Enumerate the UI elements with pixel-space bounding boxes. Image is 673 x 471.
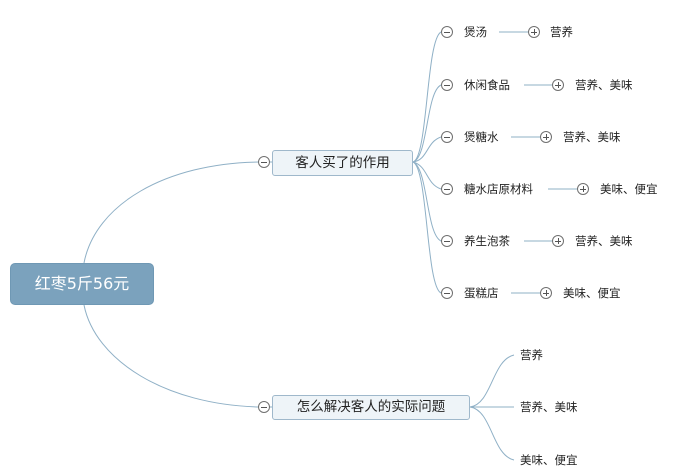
expand-toggle-icon[interactable] bbox=[552, 235, 564, 247]
detail-uses-5[interactable]: 营养、美味 bbox=[575, 234, 633, 248]
connector-solve-3 bbox=[469, 406, 515, 461]
detail-uses-2[interactable]: 营养、美味 bbox=[575, 78, 633, 92]
connector-uses-2 bbox=[412, 84, 442, 163]
connector-uses-1 bbox=[412, 31, 442, 163]
subtopic-uses-2[interactable]: 休闲食品 bbox=[464, 78, 510, 92]
expand-toggle-icon[interactable] bbox=[540, 131, 552, 143]
collapse-toggle-icon[interactable] bbox=[441, 287, 453, 299]
collapse-toggle-icon[interactable] bbox=[258, 401, 270, 413]
detail-uses-4[interactable]: 美味、便宜 bbox=[600, 182, 658, 196]
main-topic-solve[interactable]: 怎么解决客人的实际问题 bbox=[272, 395, 470, 420]
subtopic-uses-3[interactable]: 煲糖水 bbox=[464, 130, 499, 144]
detail-uses-1[interactable]: 营养 bbox=[550, 25, 573, 39]
main-topic-uses[interactable]: 客人买了的作用 bbox=[272, 150, 413, 176]
collapse-toggle-icon[interactable] bbox=[441, 79, 453, 91]
collapse-toggle-icon[interactable] bbox=[441, 131, 453, 143]
detail-uses-3[interactable]: 营养、美味 bbox=[563, 130, 621, 144]
root-topic[interactable]: 红枣5斤56元 bbox=[10, 263, 154, 305]
expand-toggle-icon[interactable] bbox=[577, 183, 589, 195]
detail-uses-6[interactable]: 美味、便宜 bbox=[563, 286, 621, 300]
subtopic-uses-1[interactable]: 煲汤 bbox=[464, 25, 487, 39]
subtopic-solve-1[interactable]: 营养 bbox=[520, 348, 543, 362]
subtopic-solve-2[interactable]: 营养、美味 bbox=[520, 400, 578, 414]
collapse-toggle-icon[interactable] bbox=[441, 235, 453, 247]
expand-toggle-icon[interactable] bbox=[528, 26, 540, 38]
connector-root-solve bbox=[83, 304, 261, 408]
subtopic-uses-5[interactable]: 养生泡茶 bbox=[464, 234, 510, 248]
connector-uses-6 bbox=[412, 161, 442, 294]
connector-uses-5 bbox=[412, 161, 442, 242]
connector-solve-1 bbox=[469, 354, 515, 408]
collapse-toggle-icon[interactable] bbox=[441, 183, 453, 195]
collapse-toggle-icon[interactable] bbox=[441, 26, 453, 38]
collapse-toggle-icon[interactable] bbox=[258, 156, 270, 168]
subtopic-uses-4[interactable]: 糖水店原材料 bbox=[464, 182, 533, 196]
expand-toggle-icon[interactable] bbox=[540, 287, 552, 299]
subtopic-solve-3[interactable]: 美味、便宜 bbox=[520, 453, 578, 467]
expand-toggle-icon[interactable] bbox=[552, 79, 564, 91]
subtopic-uses-6[interactable]: 蛋糕店 bbox=[464, 286, 499, 300]
connector-uses-3 bbox=[412, 136, 442, 163]
connector-root-uses bbox=[83, 161, 261, 264]
connector-uses-4 bbox=[412, 161, 442, 190]
